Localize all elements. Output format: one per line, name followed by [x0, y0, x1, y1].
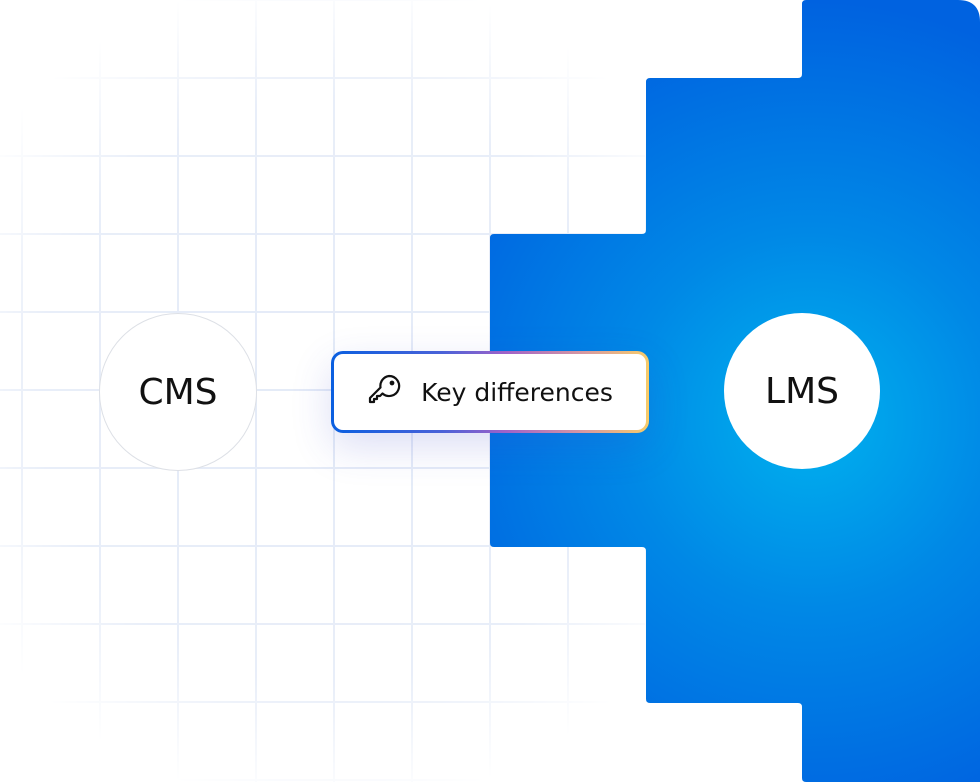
- cms-node: CMS: [99, 313, 257, 471]
- cms-label: CMS: [138, 371, 218, 413]
- key-differences-label: Key differences: [421, 377, 613, 407]
- lms-node: LMS: [724, 313, 880, 469]
- lms-label: LMS: [765, 370, 839, 412]
- key-differences-button[interactable]: Key differences: [331, 351, 649, 433]
- key-icon: [367, 372, 403, 412]
